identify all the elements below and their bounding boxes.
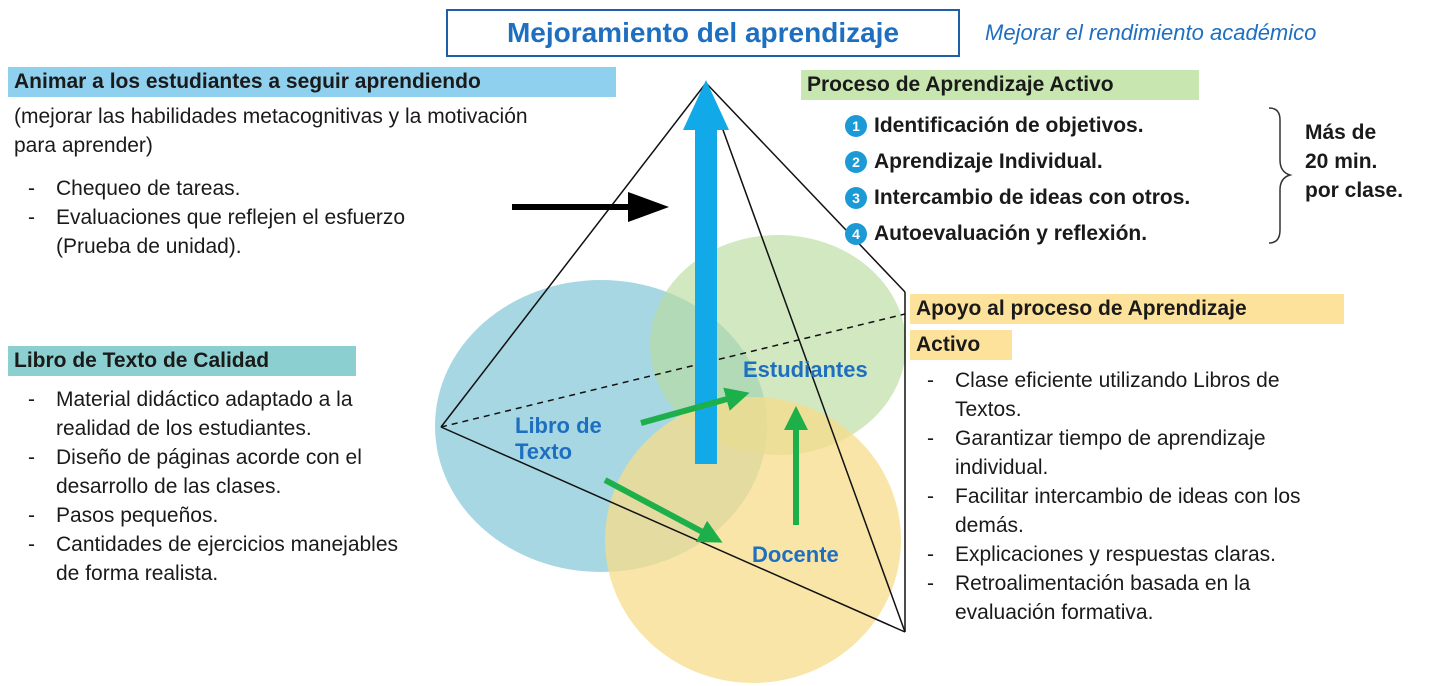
active-process-steps: 1 Identificación de objetivos. 2 Aprendiza… — [845, 108, 1190, 252]
pyramid-hidden-edge — [440, 313, 906, 428]
blue-arrow-head — [683, 80, 729, 130]
blue-arrow-shaft — [695, 128, 717, 464]
duration-line: por clase. — [1305, 179, 1404, 202]
step-text: Aprendizaje Individual. — [874, 150, 1103, 173]
green-arrow-book-to-teacher — [603, 477, 723, 543]
textbook-heading: Libro de Texto de Calidad — [8, 346, 356, 376]
step-number-icon: 2 — [845, 151, 867, 173]
list-item: Explicaciones y respuestas claras. — [913, 540, 1301, 569]
subtitle: Mejorar el rendimiento académico — [985, 20, 1317, 45]
step-text: Identificación de objetivos. — [874, 114, 1144, 137]
active-process-heading: Proceso de Aprendizaje Activo — [801, 70, 1199, 100]
students-label: Estudiantes — [743, 357, 868, 382]
green-arrow-book-to-students — [640, 387, 750, 426]
list-item: Chequeo de tareas. — [14, 174, 405, 203]
step-item: 2 Aprendizaje Individual. — [845, 144, 1190, 180]
right-brace — [1268, 107, 1293, 244]
step-item: 4 Autoevaluación y reflexión. — [845, 216, 1190, 252]
duration-line: Más de — [1305, 121, 1377, 144]
teacher-label: Docente — [752, 542, 839, 567]
textbook-label-line: Libro de — [515, 413, 602, 438]
list-item: Material didáctico adaptado a larealidad… — [14, 385, 398, 443]
list-item: Garantizar tiempo de aprendizajeindividu… — [913, 424, 1301, 482]
support-heading-line2: Activo — [910, 330, 1012, 360]
pyramid-edge — [440, 426, 906, 633]
motivation-description: (mejorar las habilidades metacognitivas … — [14, 102, 528, 160]
motivation-heading: Animar a los estudiantes a seguir aprend… — [8, 67, 616, 97]
step-number-icon: 3 — [845, 187, 867, 209]
list-item: Diseño de páginas acorde con eldesarroll… — [14, 443, 398, 501]
pyramid-edge — [705, 82, 906, 633]
black-arrow-head — [628, 192, 669, 222]
main-title: Mejoramiento del aprendizaje — [506, 17, 900, 48]
support-list: Clase eficiente utilizando Libros deText… — [913, 366, 1301, 627]
list-item: Evaluaciones que reflejen el esfuerzo(Pr… — [14, 203, 405, 261]
duration-note: Más de 20 min. por clase. — [1305, 118, 1403, 205]
textbook-label-line: Texto — [515, 439, 573, 464]
step-item: 1 Identificación de objetivos. — [845, 108, 1190, 144]
step-text: Autoevaluación y reflexión. — [874, 222, 1148, 245]
list-item: Clase eficiente utilizando Libros deText… — [913, 366, 1301, 424]
duration-line: 20 min. — [1305, 150, 1378, 173]
step-number-icon: 4 — [845, 223, 867, 245]
motivation-list: Chequeo de tareas. Evaluaciones que refl… — [14, 174, 405, 261]
textbook-label: Libro de Texto — [515, 413, 602, 465]
list-item: Pasos pequeños. — [14, 501, 398, 530]
textbook-list: Material didáctico adaptado a larealidad… — [14, 385, 398, 588]
step-item: 3 Intercambio de ideas con otros. — [845, 180, 1190, 216]
pyramid-edge — [705, 82, 906, 293]
motivation-description-line: para aprender) — [14, 134, 153, 157]
step-text: Intercambio de ideas con otros. — [874, 186, 1191, 209]
list-item: Retroalimentación basada en laevaluación… — [913, 569, 1301, 627]
list-item: Facilitar intercambio de ideas con losde… — [913, 482, 1301, 540]
pyramid-edge — [440, 82, 707, 428]
motivation-description-line: (mejorar las habilidades metacognitivas … — [14, 105, 528, 128]
teacher-circle — [605, 397, 901, 683]
support-heading-line1: Apoyo al proceso de Aprendizaje — [910, 294, 1344, 324]
main-title-box: Mejoramiento del aprendizaje — [446, 9, 960, 57]
step-number-icon: 1 — [845, 115, 867, 137]
